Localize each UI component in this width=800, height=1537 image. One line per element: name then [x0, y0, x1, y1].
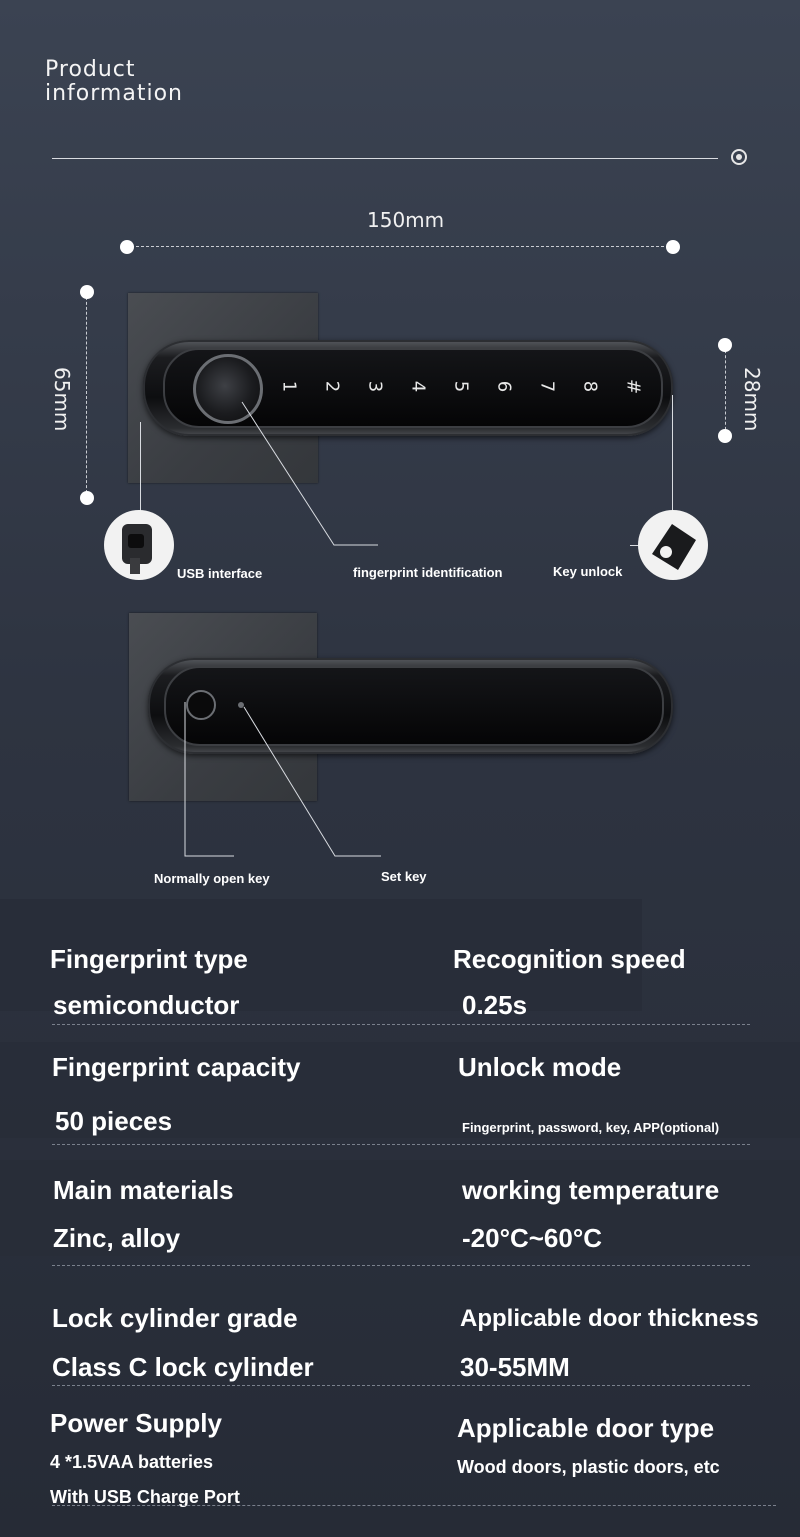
spec-divider: [52, 1024, 750, 1025]
key-unlock-callout-tick: [630, 545, 640, 546]
usb-interface-bubble: [104, 510, 174, 580]
width-dimension-line: [126, 246, 674, 247]
thickness-dot-bottom: [718, 429, 732, 443]
spec-door-type-value: Wood doors, plastic doors, etc: [457, 1457, 720, 1477]
spec-door-thickness-value: 30-55MM: [460, 1352, 570, 1382]
spec-divider: [52, 1144, 750, 1145]
thickness-dimension-line: [725, 345, 726, 435]
normally-open-key-label: Normally open key: [154, 871, 270, 886]
key-unlock-callout-line: [672, 395, 673, 515]
spec-working-temperature-value: -20°C~60°C: [462, 1223, 603, 1253]
spec-main-materials-label: Main materials: [53, 1175, 234, 1205]
thickness-dot-top: [718, 338, 732, 352]
set-key-callout-line: [243, 706, 381, 857]
spec-panel-2: [0, 1042, 800, 1138]
usb-callout-line: [140, 422, 141, 540]
back-handle: [148, 658, 673, 754]
spec-fingerprint-type-label: Fingerprint type: [50, 944, 248, 974]
spec-unlock-mode-value: Fingerprint, password, key, APP(optional…: [462, 1120, 720, 1135]
keypad-key: 6: [493, 380, 515, 393]
target-circle-icon: [731, 149, 747, 165]
keypad-key: 5: [450, 380, 472, 393]
spec-divider: [52, 1385, 750, 1386]
header-divider: [52, 158, 718, 159]
width-dot-right: [666, 240, 680, 254]
normally-open-callout-line: [184, 702, 234, 857]
keypad-key: 1: [278, 380, 300, 393]
spec-power-supply-value-line2: With USB Charge Port: [50, 1487, 240, 1507]
page-title: Product information: [45, 58, 183, 106]
height-dimension-label: 65mm: [50, 367, 74, 432]
keypad-key: 4: [407, 380, 429, 393]
key-unlock-label: Key unlock: [553, 564, 623, 579]
key-cylinder-icon: [652, 524, 696, 570]
spec-fingerprint-capacity-value: 50 pieces: [55, 1106, 173, 1136]
thickness-dimension-label: 28mm: [740, 367, 764, 432]
keypad-key: 2: [321, 380, 343, 393]
height-dot-top: [80, 285, 94, 299]
spec-power-supply-label: Power Supply: [50, 1408, 222, 1438]
normally-open-key-button: [186, 690, 216, 720]
spec-lock-cylinder-grade-value: Class C lock cylinder: [52, 1352, 314, 1382]
keypad-key: #: [622, 378, 644, 395]
spec-working-temperature-label: working temperature: [462, 1175, 720, 1205]
set-key-label: Set key: [381, 869, 427, 884]
spec-lock-cylinder-grade-label: Lock cylinder grade: [52, 1303, 298, 1333]
spec-recognition-speed-value: 0.25s: [462, 990, 528, 1020]
spec-panel-1: [0, 899, 642, 1011]
keypad-key: 8: [579, 380, 601, 393]
keypad-key: 3: [364, 380, 386, 393]
spec-power-supply-value-line1: 4 *1.5VAA batteries: [50, 1452, 214, 1472]
set-key-pinhole: [238, 702, 244, 708]
spec-door-type-label: Applicable door type: [457, 1413, 715, 1443]
title-line-2: information: [45, 81, 183, 106]
usb-interface-label: USB interface: [177, 566, 263, 581]
title-line-1: Product: [45, 57, 136, 82]
keypad-key: 7: [536, 380, 558, 393]
height-dimension-line: [86, 292, 87, 498]
spec-recognition-speed-label: Recognition speed: [453, 944, 686, 974]
width-dimension-label: 150mm: [367, 208, 445, 232]
spec-unlock-mode-label: Unlock mode: [458, 1052, 622, 1082]
fingerprint-identification-label: fingerprint identification: [353, 565, 503, 580]
spec-fingerprint-capacity-label: Fingerprint capacity: [52, 1052, 301, 1082]
usb-port-icon: [122, 524, 152, 574]
key-unlock-bubble: [638, 510, 708, 580]
spec-door-thickness-label: Applicable door thickness: [460, 1305, 759, 1332]
width-dot-left: [120, 240, 134, 254]
fingerprint-sensor-icon: [193, 354, 263, 424]
spec-divider: [52, 1265, 750, 1266]
spec-main-materials-value: Zinc, alloy: [53, 1223, 181, 1253]
spec-panel-3: [0, 1160, 800, 1256]
front-handle: 1 2 3 4 5 6 7 8 #: [143, 340, 673, 436]
height-dot-bottom: [80, 491, 94, 505]
fingerprint-callout-line: [241, 401, 378, 546]
spec-divider: [52, 1505, 776, 1506]
spec-fingerprint-type-value: semiconductor: [53, 990, 240, 1020]
back-handle-face: [164, 666, 664, 746]
